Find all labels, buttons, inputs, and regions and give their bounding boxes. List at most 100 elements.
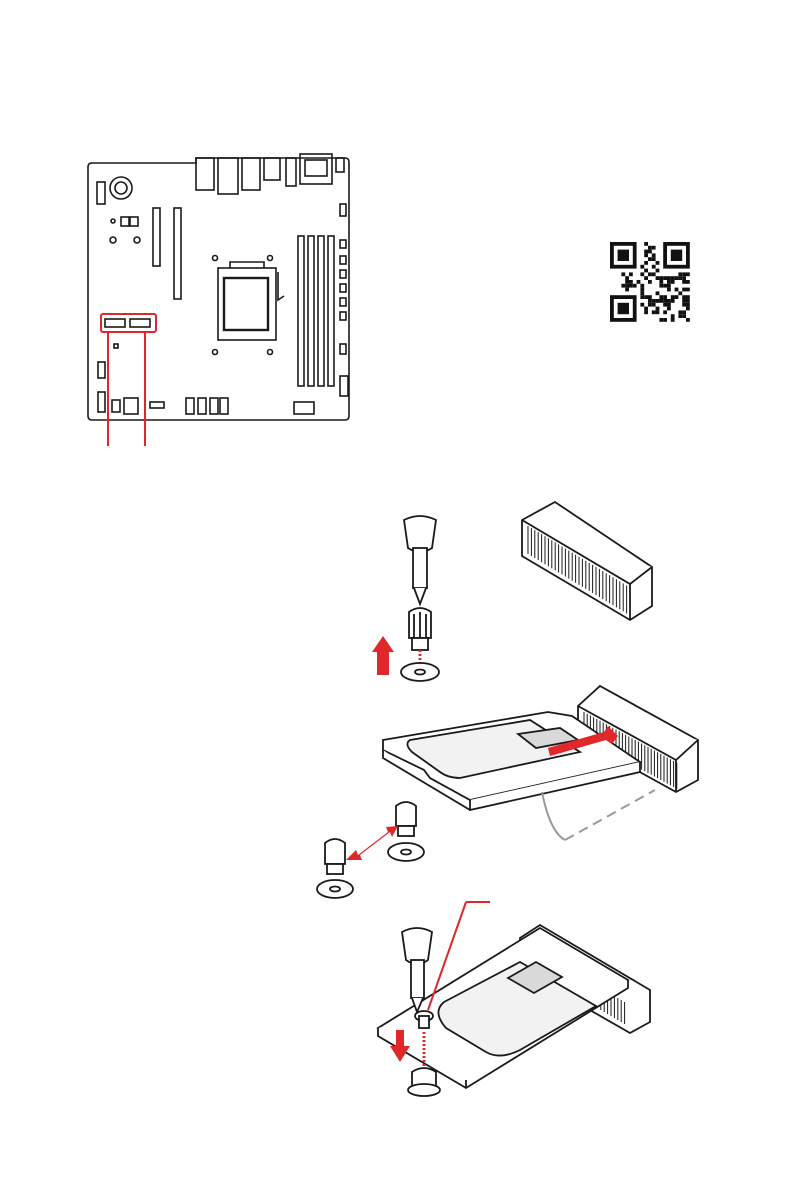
qr-module <box>686 318 690 322</box>
qr-module <box>648 295 652 299</box>
qr-module <box>652 299 656 303</box>
qr-module <box>682 280 686 284</box>
qr-module <box>675 288 679 292</box>
qr-module <box>656 291 660 295</box>
qr-module <box>682 314 686 318</box>
qr-module <box>686 299 690 303</box>
qr-module <box>625 280 629 284</box>
qr-module <box>667 288 671 292</box>
qr-module <box>659 318 663 322</box>
qr-module <box>686 272 690 276</box>
qr-module <box>671 314 675 318</box>
qr-module <box>667 303 671 307</box>
qr-module <box>648 272 652 276</box>
qr-module <box>644 310 648 314</box>
qr-module <box>633 284 637 288</box>
qr-module <box>675 295 679 299</box>
qr-module <box>656 299 660 303</box>
washer-hole <box>330 887 340 892</box>
washer-icon <box>408 1084 440 1096</box>
up-arrow-icon <box>372 636 394 675</box>
qr-module <box>663 276 667 280</box>
standoff-icon <box>396 802 416 836</box>
qr-module <box>644 295 648 299</box>
qr-module <box>629 272 633 276</box>
qr-module <box>686 280 690 284</box>
qr-module <box>652 253 656 257</box>
qr-module <box>652 265 656 269</box>
step-3-figure <box>378 902 650 1096</box>
qr-module <box>618 303 629 314</box>
qr-module <box>667 299 671 303</box>
standoff-icon <box>409 608 431 650</box>
qr-module <box>656 310 660 314</box>
qr-module <box>671 318 675 322</box>
qr-code <box>610 242 690 322</box>
qr-module <box>648 303 652 307</box>
angle-arc <box>542 792 565 840</box>
angle-guide <box>565 790 655 840</box>
screwdriver-icon <box>404 516 436 604</box>
qr-module <box>671 295 675 299</box>
qr-module <box>625 284 629 288</box>
qr-module <box>640 295 644 299</box>
step-1-figure <box>372 516 439 681</box>
qr-module <box>652 272 656 276</box>
qr-module <box>640 272 644 276</box>
qr-module <box>652 246 656 250</box>
qr-module <box>625 276 629 280</box>
qr-module <box>667 284 671 288</box>
qr-module <box>663 303 667 307</box>
qr-module <box>686 295 690 299</box>
qr-module <box>667 276 671 280</box>
qr-module <box>621 284 625 288</box>
qr-module <box>682 310 686 314</box>
qr-module <box>648 280 652 284</box>
qr-module <box>621 272 625 276</box>
qr-module <box>648 299 652 303</box>
qr-module <box>671 299 675 303</box>
qr-module <box>640 291 644 295</box>
qr-module <box>659 295 663 299</box>
qr-module <box>644 261 648 265</box>
qr-module <box>682 303 686 307</box>
qr-module <box>644 276 648 280</box>
qr-module <box>671 250 682 261</box>
qr-module <box>644 307 648 311</box>
qr-module <box>652 310 656 314</box>
qr-module <box>640 288 644 292</box>
qr-module <box>656 269 660 273</box>
qr-module <box>656 261 660 265</box>
qr-module <box>644 250 648 254</box>
qr-module <box>682 299 686 303</box>
qr-module <box>663 310 667 314</box>
qr-module <box>629 284 633 288</box>
qr-module <box>648 257 652 261</box>
qr-module <box>682 288 686 292</box>
qr-module <box>671 280 675 284</box>
m2-connector-figure <box>522 502 652 620</box>
standoff-icon <box>325 839 345 874</box>
qr-module <box>682 295 686 299</box>
qr-module <box>652 303 656 307</box>
qr-module <box>656 276 660 280</box>
qr-module <box>640 303 644 307</box>
qr-module <box>686 288 690 292</box>
qr-module <box>678 272 682 276</box>
qr-module <box>625 288 629 292</box>
qr-module <box>667 307 671 311</box>
qr-module <box>663 299 667 303</box>
qr-module <box>678 276 682 280</box>
qr-module <box>640 265 644 269</box>
qr-module <box>678 291 682 295</box>
qr-module <box>644 242 648 246</box>
qr-module <box>663 318 667 322</box>
qr-module <box>686 307 690 311</box>
qr-module <box>648 246 652 250</box>
qr-module <box>659 299 663 303</box>
qr-module <box>675 276 679 280</box>
qr-module <box>686 303 690 307</box>
qr-module <box>663 295 667 299</box>
washer-hole <box>415 670 425 675</box>
